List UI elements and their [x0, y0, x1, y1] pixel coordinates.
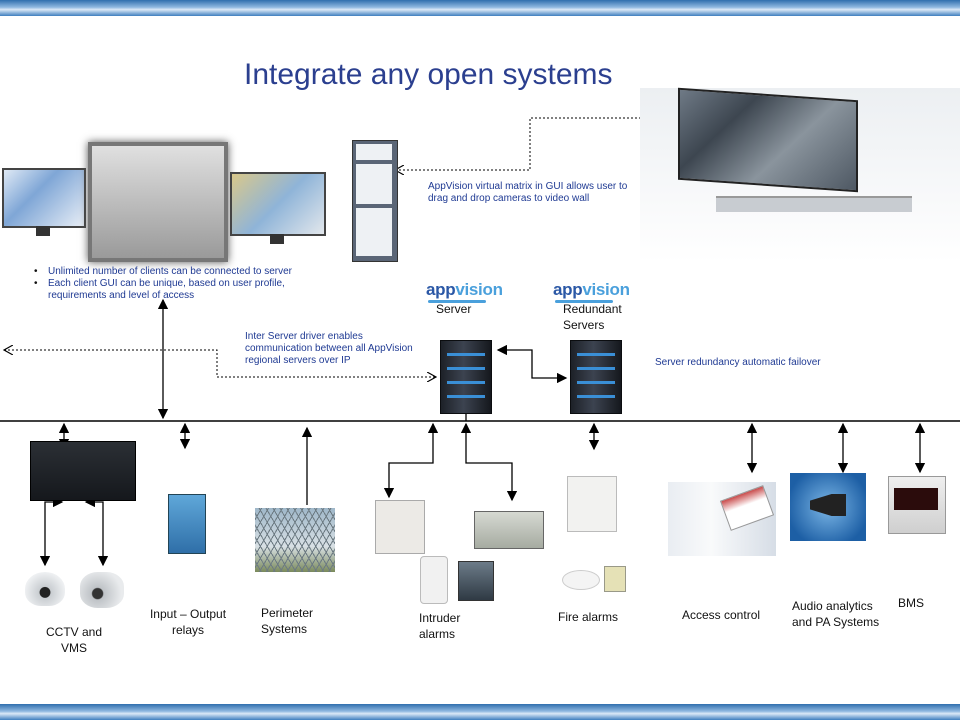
client-monitor-right [230, 172, 326, 236]
dome-camera [25, 572, 65, 606]
redundancy-link [496, 344, 568, 384]
intrusion-controller [474, 511, 544, 549]
matrix-cell [356, 144, 392, 160]
matrix-link [395, 118, 660, 170]
megaphone-icon [810, 494, 846, 516]
audio-label: Audio analytics and PA Systems [792, 599, 880, 629]
redundant-server [570, 340, 622, 414]
intruder-label: Intruder alarms [419, 611, 461, 641]
video-wall-screens [678, 87, 858, 193]
bottom-band [0, 704, 960, 720]
fire-label: Fire alarms [558, 610, 619, 624]
manual-call-point [604, 566, 626, 592]
matrix-cell [356, 164, 392, 204]
client-monitor-left [2, 168, 86, 228]
matrix-cell [356, 208, 392, 256]
bms-display [894, 488, 938, 510]
main-server [440, 340, 492, 414]
io-module [168, 494, 206, 554]
io-label: Input – Output relays [149, 607, 227, 637]
client-notes: Unlimited number of clients can be conne… [32, 266, 332, 302]
console-desk [716, 196, 912, 212]
cctv-label: CCTV and VMS [45, 625, 103, 655]
bms-label: BMS [898, 596, 925, 610]
appvision-logo: appvision [426, 280, 503, 303]
monitor-stand [270, 234, 284, 244]
client-note-1: Unlimited number of clients can be conne… [34, 266, 332, 278]
server-label: Server [436, 302, 472, 316]
client-note-2: Each client GUI can be unique, based on … [34, 278, 332, 302]
ptz-camera [80, 572, 124, 608]
cctv-recorder [30, 441, 136, 501]
page-title: Integrate any open systems [244, 58, 613, 91]
logo-prefix: app [553, 280, 583, 299]
inter-server-link [4, 350, 436, 377]
perimeter-label: Perimeter Systems [261, 606, 314, 636]
monitor-stand [36, 226, 50, 236]
redundancy-note: Server redundancy automatic failover [655, 357, 821, 368]
operator-photo [88, 142, 228, 262]
matrix-note: AppVision virtual matrix in GUI allows u… [428, 181, 628, 204]
perimeter-fence-photo [255, 508, 335, 572]
logo-suffix: vision [455, 280, 503, 299]
redundant-servers-label: Redundant Servers [563, 302, 622, 332]
smoke-detector [562, 570, 600, 590]
top-band [0, 0, 960, 16]
motion-detector [420, 556, 448, 604]
intrusion-panel [375, 500, 425, 554]
fire-panel [567, 476, 617, 532]
logo-prefix: app [426, 280, 456, 299]
access-label: Access control [682, 608, 761, 622]
keypad [458, 561, 494, 601]
logo-suffix: vision [582, 280, 630, 299]
appvision-logo: appvision [553, 280, 630, 303]
inter-server-note: Inter Server driver enables communicatio… [245, 331, 413, 366]
